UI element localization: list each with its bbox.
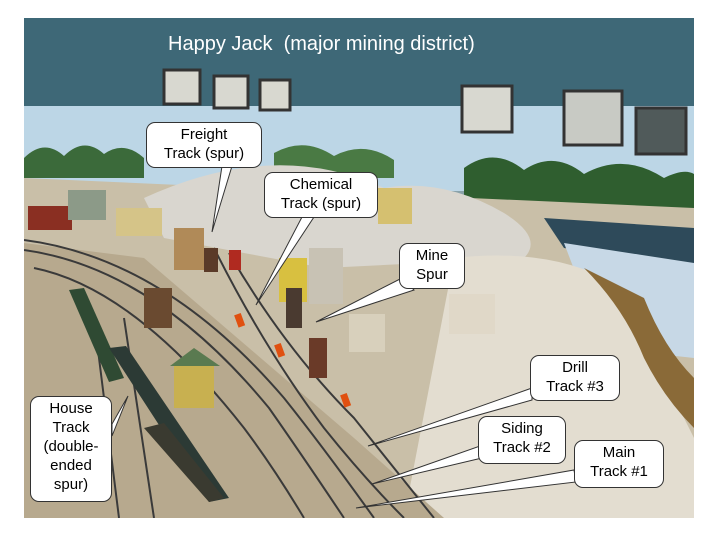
- yellow-station: [174, 364, 214, 408]
- passenger-train: [69, 288, 229, 502]
- gray-house: [68, 190, 106, 220]
- station-roof: [170, 348, 220, 366]
- tree-line-left: [24, 145, 144, 178]
- mine-headframe: [378, 188, 412, 224]
- drill-building: [449, 294, 495, 334]
- main-track-label: Main Track #1: [574, 440, 664, 488]
- track-marker: [274, 342, 286, 358]
- chemical-shed: [309, 248, 343, 304]
- mine-building: [349, 314, 385, 352]
- track-marker: [340, 392, 352, 408]
- scene-title: Happy Jack (major mining district): [168, 33, 475, 55]
- drill-track-label: Drill Track #3: [530, 355, 620, 401]
- freight-track-label: Freight Track (spur): [146, 122, 262, 168]
- wall-picture: [258, 78, 292, 112]
- freight-depot: [174, 228, 204, 270]
- ore-car: [309, 338, 327, 378]
- wall-picture: [460, 84, 514, 134]
- house-track-label: House Track (double- ended spur): [30, 396, 112, 502]
- cliff-edge: [584, 268, 694, 428]
- wall-picture: [212, 74, 250, 110]
- siding-track-label: Siding Track #2: [478, 416, 566, 464]
- layout-photo: [24, 18, 694, 518]
- freight-car: [204, 248, 218, 272]
- red-building: [28, 206, 72, 230]
- river: [544, 218, 694, 268]
- wall-picture: [162, 68, 202, 106]
- track-marker: [234, 312, 246, 328]
- ore-car: [286, 288, 302, 328]
- wall-picture: [634, 106, 688, 156]
- yellow-house: [116, 208, 162, 236]
- chemical-track-label: Chemical Track (spur): [264, 172, 378, 218]
- wall-picture: [562, 89, 624, 147]
- mine-spur-label: Mine Spur: [399, 243, 465, 289]
- water-tower: [144, 288, 172, 328]
- freight-car: [229, 250, 241, 270]
